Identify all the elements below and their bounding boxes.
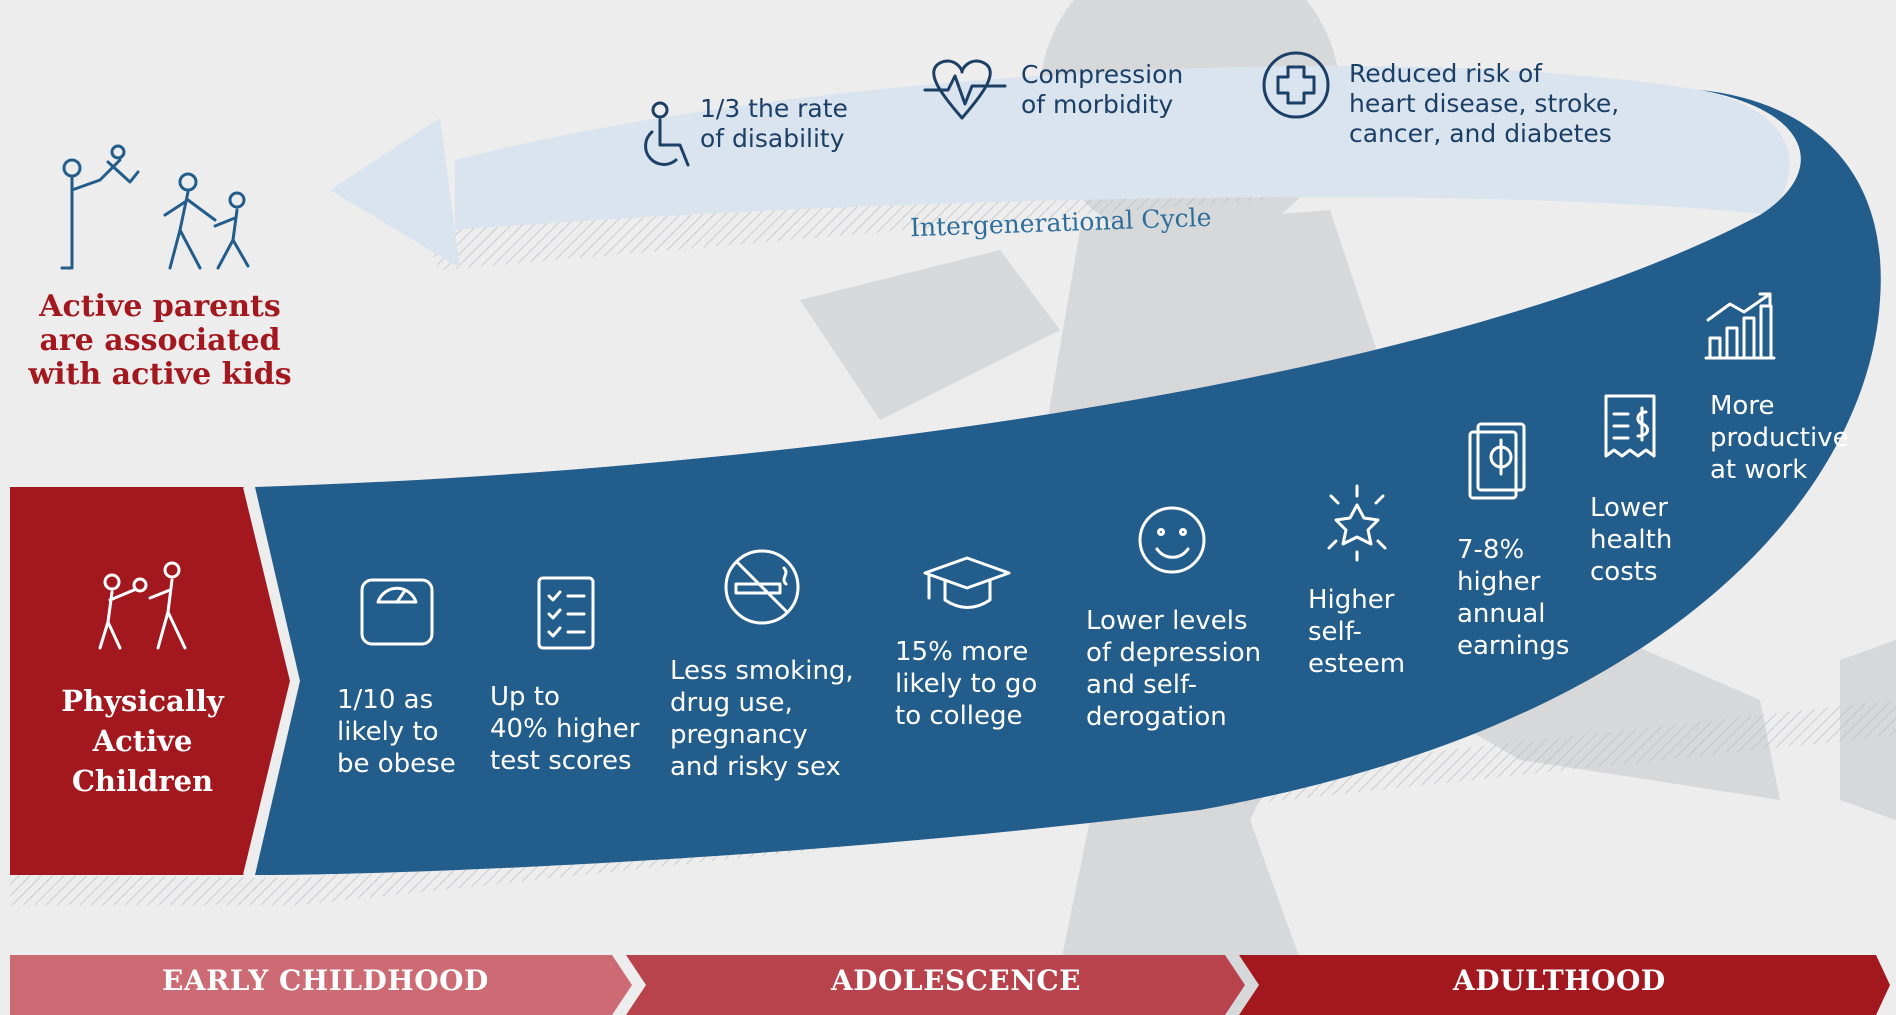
start-box-edge bbox=[243, 486, 295, 876]
start-box bbox=[10, 487, 292, 875]
benefit-depression: Lower levels of depression and self- der… bbox=[1086, 606, 1262, 732]
wheelchair-icon bbox=[644, 101, 690, 167]
children-playing-icon bbox=[98, 561, 187, 650]
return-benefit-disease-risk: Reduced risk of heart disease, stroke, c… bbox=[1349, 59, 1620, 148]
benefits-band bbox=[255, 90, 1881, 875]
stage-label-early-childhood: EARLY CHILDHOOD bbox=[162, 964, 489, 997]
stage-label-adulthood: ADULTHOOD bbox=[1453, 964, 1666, 997]
stage-adolescence bbox=[626, 955, 1245, 1015]
return-benefit-morbidity: Compression of morbidity bbox=[1021, 60, 1184, 119]
star-icon bbox=[1327, 484, 1387, 562]
band-shadow bbox=[10, 700, 1896, 905]
parents-caption: Active parents are associated with activ… bbox=[28, 289, 292, 392]
benefit-self-esteem: Higher self- esteem bbox=[1308, 585, 1406, 679]
stage-adulthood bbox=[1239, 955, 1890, 1015]
start-box-title: Physically Active Children bbox=[61, 684, 224, 798]
heart-pulse-icon bbox=[923, 59, 1007, 120]
no-smoking-icon bbox=[724, 549, 800, 625]
stage-early-childhood bbox=[10, 955, 632, 1015]
receipt-icon bbox=[1604, 394, 1656, 458]
money-icon bbox=[1468, 422, 1526, 500]
benefit-productive: More productive at work bbox=[1710, 391, 1849, 485]
parents-icon bbox=[60, 144, 250, 270]
smiley-icon bbox=[1138, 506, 1206, 574]
stage-label-adolescence: ADOLESCENCE bbox=[831, 964, 1081, 997]
growth-chart-icon bbox=[1704, 292, 1776, 360]
return-benefit-disability: 1/3 the rate of disability bbox=[700, 94, 848, 153]
return-arc bbox=[455, 65, 1790, 231]
scale-icon bbox=[360, 578, 434, 646]
benefit-earnings: 7-8% higher annual earnings bbox=[1457, 535, 1570, 661]
benefit-less-smoking: Less smoking, drug use, pregnancy and ri… bbox=[670, 656, 854, 782]
graduation-cap-icon bbox=[923, 556, 1011, 609]
benefit-test-scores: Up to 40% higher test scores bbox=[490, 682, 640, 776]
medical-cross-icon bbox=[1262, 51, 1330, 119]
return-arrowhead bbox=[330, 118, 460, 268]
benefit-health-costs: Lower health costs bbox=[1590, 493, 1673, 587]
benefit-college: 15% more likely to go to college bbox=[895, 637, 1038, 731]
checklist-icon bbox=[537, 576, 595, 650]
benefit-obesity: 1/10 as likely to be obese bbox=[337, 685, 456, 779]
